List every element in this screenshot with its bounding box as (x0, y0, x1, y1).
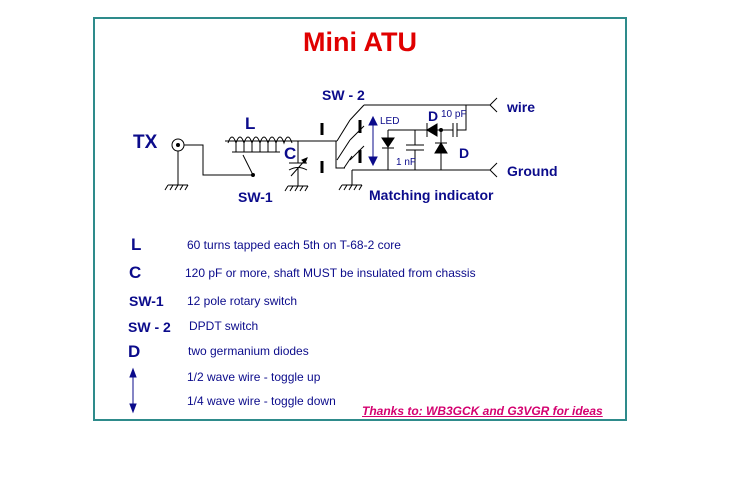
tx-wire (184, 144, 253, 176)
label-l: L (245, 114, 256, 133)
legend-key-l: L (131, 235, 142, 254)
tx-connector (164, 138, 189, 191)
switch-sw2 (318, 104, 365, 173)
capacitor-c (284, 141, 309, 192)
legend-text-d: two germanium diodes (188, 344, 309, 358)
thanks-link[interactable]: Thanks to: WB3GCK and G3VGR for ideas (362, 404, 603, 418)
legend-arrow (129, 367, 137, 414)
label-sw1: SW-1 (238, 189, 273, 205)
label-led: LED (380, 116, 400, 127)
legend-text-half-wave: 1/2 wave wire - toggle up (187, 370, 321, 384)
legend-text-l: 60 turns tapped each 5th on T-68-2 core (187, 238, 401, 252)
chassis-ground (338, 170, 363, 191)
capacitor-10pf (452, 105, 467, 137)
diagram-frame (93, 17, 627, 421)
legend-text-sw2: DPDT switch (189, 319, 259, 333)
label-d-right: D (459, 145, 470, 161)
legend-key-c: C (129, 263, 142, 282)
diagram-title: Mini ATU (303, 27, 417, 57)
toggle-arrow (368, 115, 378, 167)
diode-bottom (434, 128, 448, 170)
legend-key-d: D (128, 342, 141, 361)
legend-text-c: 120 pF or more, shaft MUST be insulated … (185, 266, 476, 280)
label-10pf: 10 pF (441, 109, 467, 120)
label-ground: Ground (507, 163, 558, 179)
label-wire: wire (507, 99, 536, 115)
capacitor-1nf (406, 130, 424, 170)
inductor-l (225, 136, 293, 177)
legend-text-sw1: 12 pole rotary switch (187, 294, 298, 308)
legend-text-quarter-wave: 1/4 wave wire - toggle down (187, 394, 336, 408)
wire-terminal (489, 97, 498, 106)
label-1nf: 1 nF (396, 157, 417, 168)
label-tx: TX (133, 132, 158, 153)
label-d-top: D (428, 108, 439, 124)
ground-terminal (489, 162, 498, 171)
label-sw2: SW - 2 (322, 87, 365, 103)
diode-top (415, 123, 453, 137)
led (381, 129, 415, 170)
label-c: C (284, 144, 297, 163)
legend-key-sw2: SW - 2 (128, 319, 171, 335)
label-matching: Matching indicator (369, 187, 494, 203)
legend-key-sw1: SW-1 (129, 293, 164, 309)
